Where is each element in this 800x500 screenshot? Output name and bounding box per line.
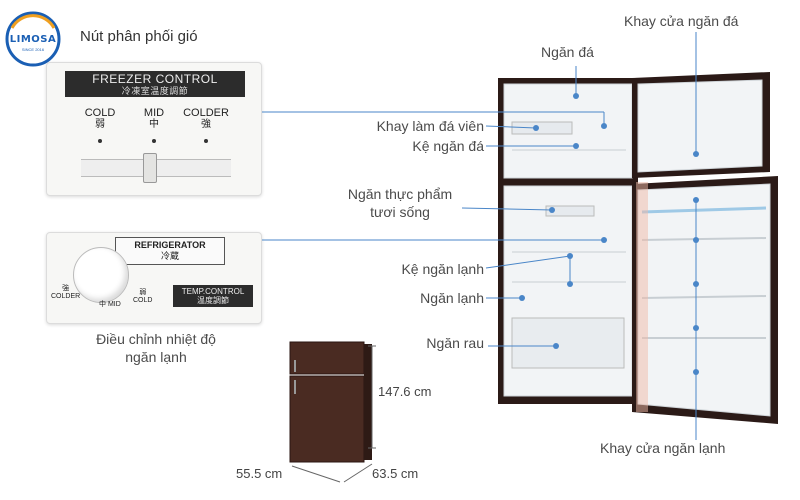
marker-dots (519, 93, 699, 375)
label-fridge-door-tray: Khay cửa ngăn lạnh (600, 440, 726, 456)
knob-mid-label: 中 MID (99, 301, 121, 308)
dimension-width: 55.5 cm (236, 466, 283, 481)
label-fridge-compartment: Ngăn lạnh (420, 290, 484, 306)
dimension-depth: 63.5 cm (372, 466, 419, 481)
logo-ring-icon (5, 11, 61, 67)
heading-air-vent: Nút phân phối gió (80, 28, 198, 45)
logo-tagline: SINCE 2016 (21, 47, 45, 52)
setting-dot (152, 139, 156, 143)
label-freezer-door-tray: Khay cửa ngăn đá (624, 13, 739, 29)
label-vegetable-drawer: Ngăn rau (426, 335, 484, 351)
dimension-height: 147.6 cm (378, 384, 432, 399)
label-fresh-food-line2: tươi sống (370, 204, 430, 220)
main-fridge (498, 72, 778, 424)
label-freezer-compartment: Ngăn đá (541, 44, 594, 60)
dimension-lines (291, 345, 376, 483)
temperature-knob[interactable] (73, 247, 129, 303)
freezer-slider-handle[interactable] (143, 153, 157, 183)
small-fridge-illustration (289, 341, 372, 463)
label-fresh-food-line1: Ngăn thực phẩm (347, 186, 453, 202)
label-ice-tray: Khay làm đá viên (376, 118, 484, 134)
label-fridge-shelf: Kệ ngăn lạnh (401, 261, 484, 277)
caption-fridge-temp-line1: Điều chỉnh nhiệt độ (96, 331, 216, 347)
freezer-control-subtitle: 冷凍室温度調節 (121, 86, 189, 96)
leader-lines (262, 32, 697, 440)
freezer-control-title: FREEZER CONTROL 冷凍室温度調節 (65, 71, 245, 97)
logo-name: LIMOSA (9, 34, 57, 45)
caption-fridge-temp-line2: ngăn lạnh (125, 349, 187, 365)
label-freezer-shelf: Kệ ngăn đá (412, 138, 484, 154)
setting-dot (98, 139, 102, 143)
setting-dot (204, 139, 208, 143)
